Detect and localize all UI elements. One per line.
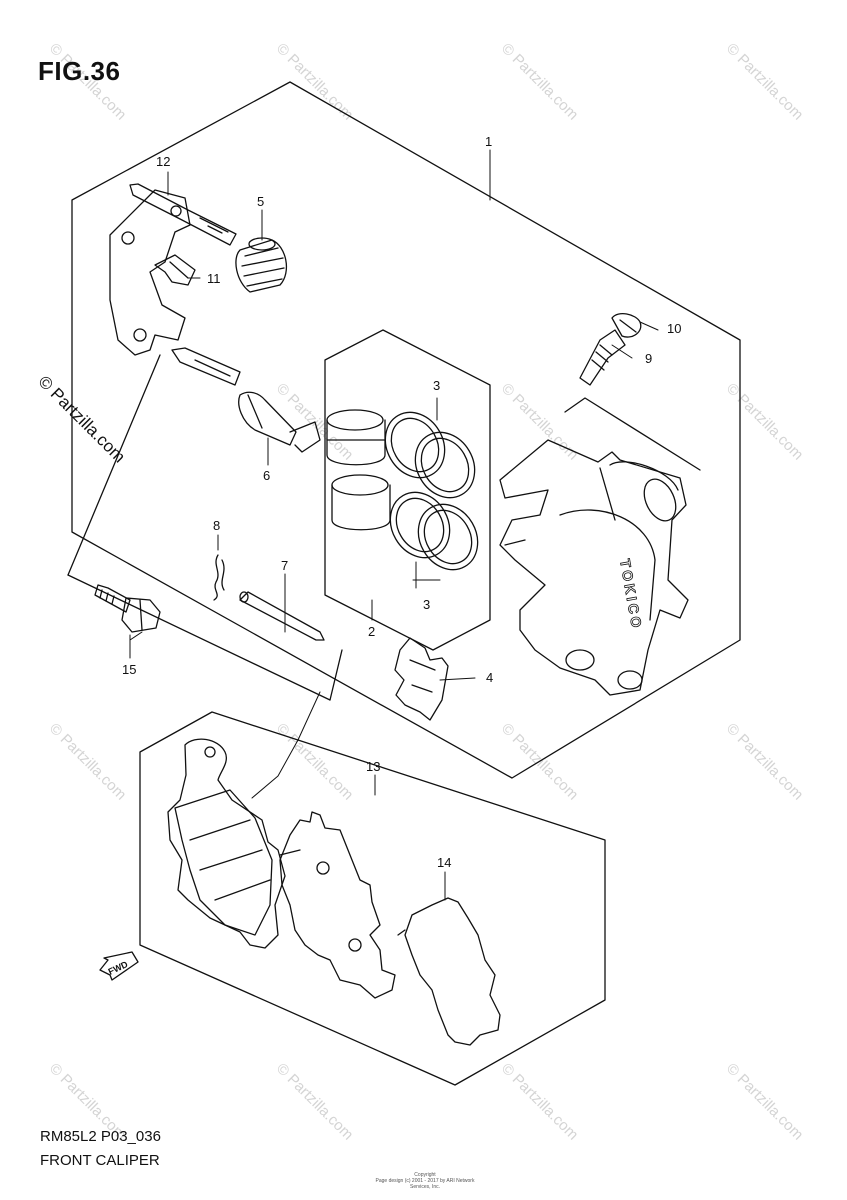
spring-clip (154, 254, 196, 286)
pin-boot (235, 237, 288, 293)
bleeder-cap (611, 312, 642, 338)
callout-6[interactable]: 6 (263, 468, 271, 483)
pad-set-outline (139, 711, 606, 1086)
pad-pin (239, 591, 325, 641)
figure-caption: FRONT CALIPER (40, 1152, 160, 1169)
callout-8[interactable]: 8 (213, 518, 221, 533)
piston-lower (331, 474, 391, 531)
bleeder-screw (579, 329, 626, 386)
callout-13[interactable]: 13 (366, 759, 381, 774)
pad-spring (394, 637, 449, 721)
forward-arrow-icon (99, 951, 139, 981)
pad-shim (397, 897, 501, 1046)
callout-11[interactable]: 11 (207, 271, 221, 286)
cotter-pin (213, 554, 225, 601)
callout-3-upper[interactable]: 3 (433, 378, 441, 393)
piston-set-outline (324, 329, 491, 651)
callout-1[interactable]: 1 (485, 134, 493, 149)
assembly-outline (71, 81, 741, 779)
callout-2[interactable]: 2 (368, 624, 376, 639)
copyright-notice: Copyright Page design (c) 2001 - 2017 by… (365, 1172, 485, 1190)
callout-7[interactable]: 7 (281, 558, 289, 573)
callout-14[interactable]: 14 (437, 855, 452, 870)
slide-pin-upper (129, 183, 237, 246)
brake-pad-inner (279, 811, 396, 999)
callout-3-lower[interactable]: 3 (423, 597, 431, 612)
piston-seal-lower (389, 491, 479, 571)
figure-code: RM85L2 P03_036 (40, 1128, 161, 1145)
piston-upper (326, 409, 386, 466)
copyright-line-2: Page design (c) 2001 - 2017 by ARI Netwo… (375, 1178, 475, 1190)
callout-4[interactable]: 4 (486, 670, 494, 685)
copyright-line-1: Copyright (414, 1172, 436, 1178)
caliper-bracket (109, 189, 191, 356)
callout-12[interactable]: 12 (156, 154, 171, 169)
caliper-brand-text: TOKICO (617, 558, 645, 632)
callout-15[interactable]: 15 (122, 662, 137, 677)
brake-pad-outer (167, 738, 286, 949)
pin-6 (238, 391, 321, 453)
callout-5[interactable]: 5 (257, 194, 265, 209)
piston-seal-upper (384, 411, 476, 499)
mounting-bolt (94, 584, 161, 633)
figure-title: FIG.36 (38, 56, 121, 86)
slide-pin-lower (171, 347, 241, 386)
callout-10[interactable]: 10 (667, 321, 682, 336)
caliper-body (499, 439, 689, 696)
callout-9[interactable]: 9 (645, 351, 653, 366)
